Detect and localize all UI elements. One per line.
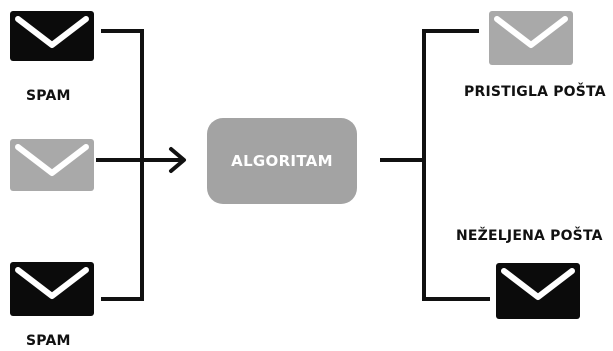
arrow-head (169, 147, 186, 173)
input-label-spam-top: SPAM (26, 88, 71, 104)
input-envelope-icon-1 (10, 11, 94, 61)
input-envelope-icon-2 (10, 139, 94, 191)
algorithm-label: ALGORITAM (231, 152, 333, 170)
input-envelope-icon-3 (10, 262, 94, 316)
input-label-spam-bottom: SPAM (26, 333, 71, 349)
output-connector (380, 29, 490, 301)
inbox-label: PRISTIGLA POŠTA (464, 84, 606, 100)
junk-envelope-icon (496, 263, 580, 319)
inbox-envelope-icon (489, 11, 573, 65)
junk-label: NEŽELJENA POŠTA (456, 228, 603, 244)
algorithm-box: ALGORITAM (207, 118, 357, 204)
input-connector (96, 29, 184, 301)
